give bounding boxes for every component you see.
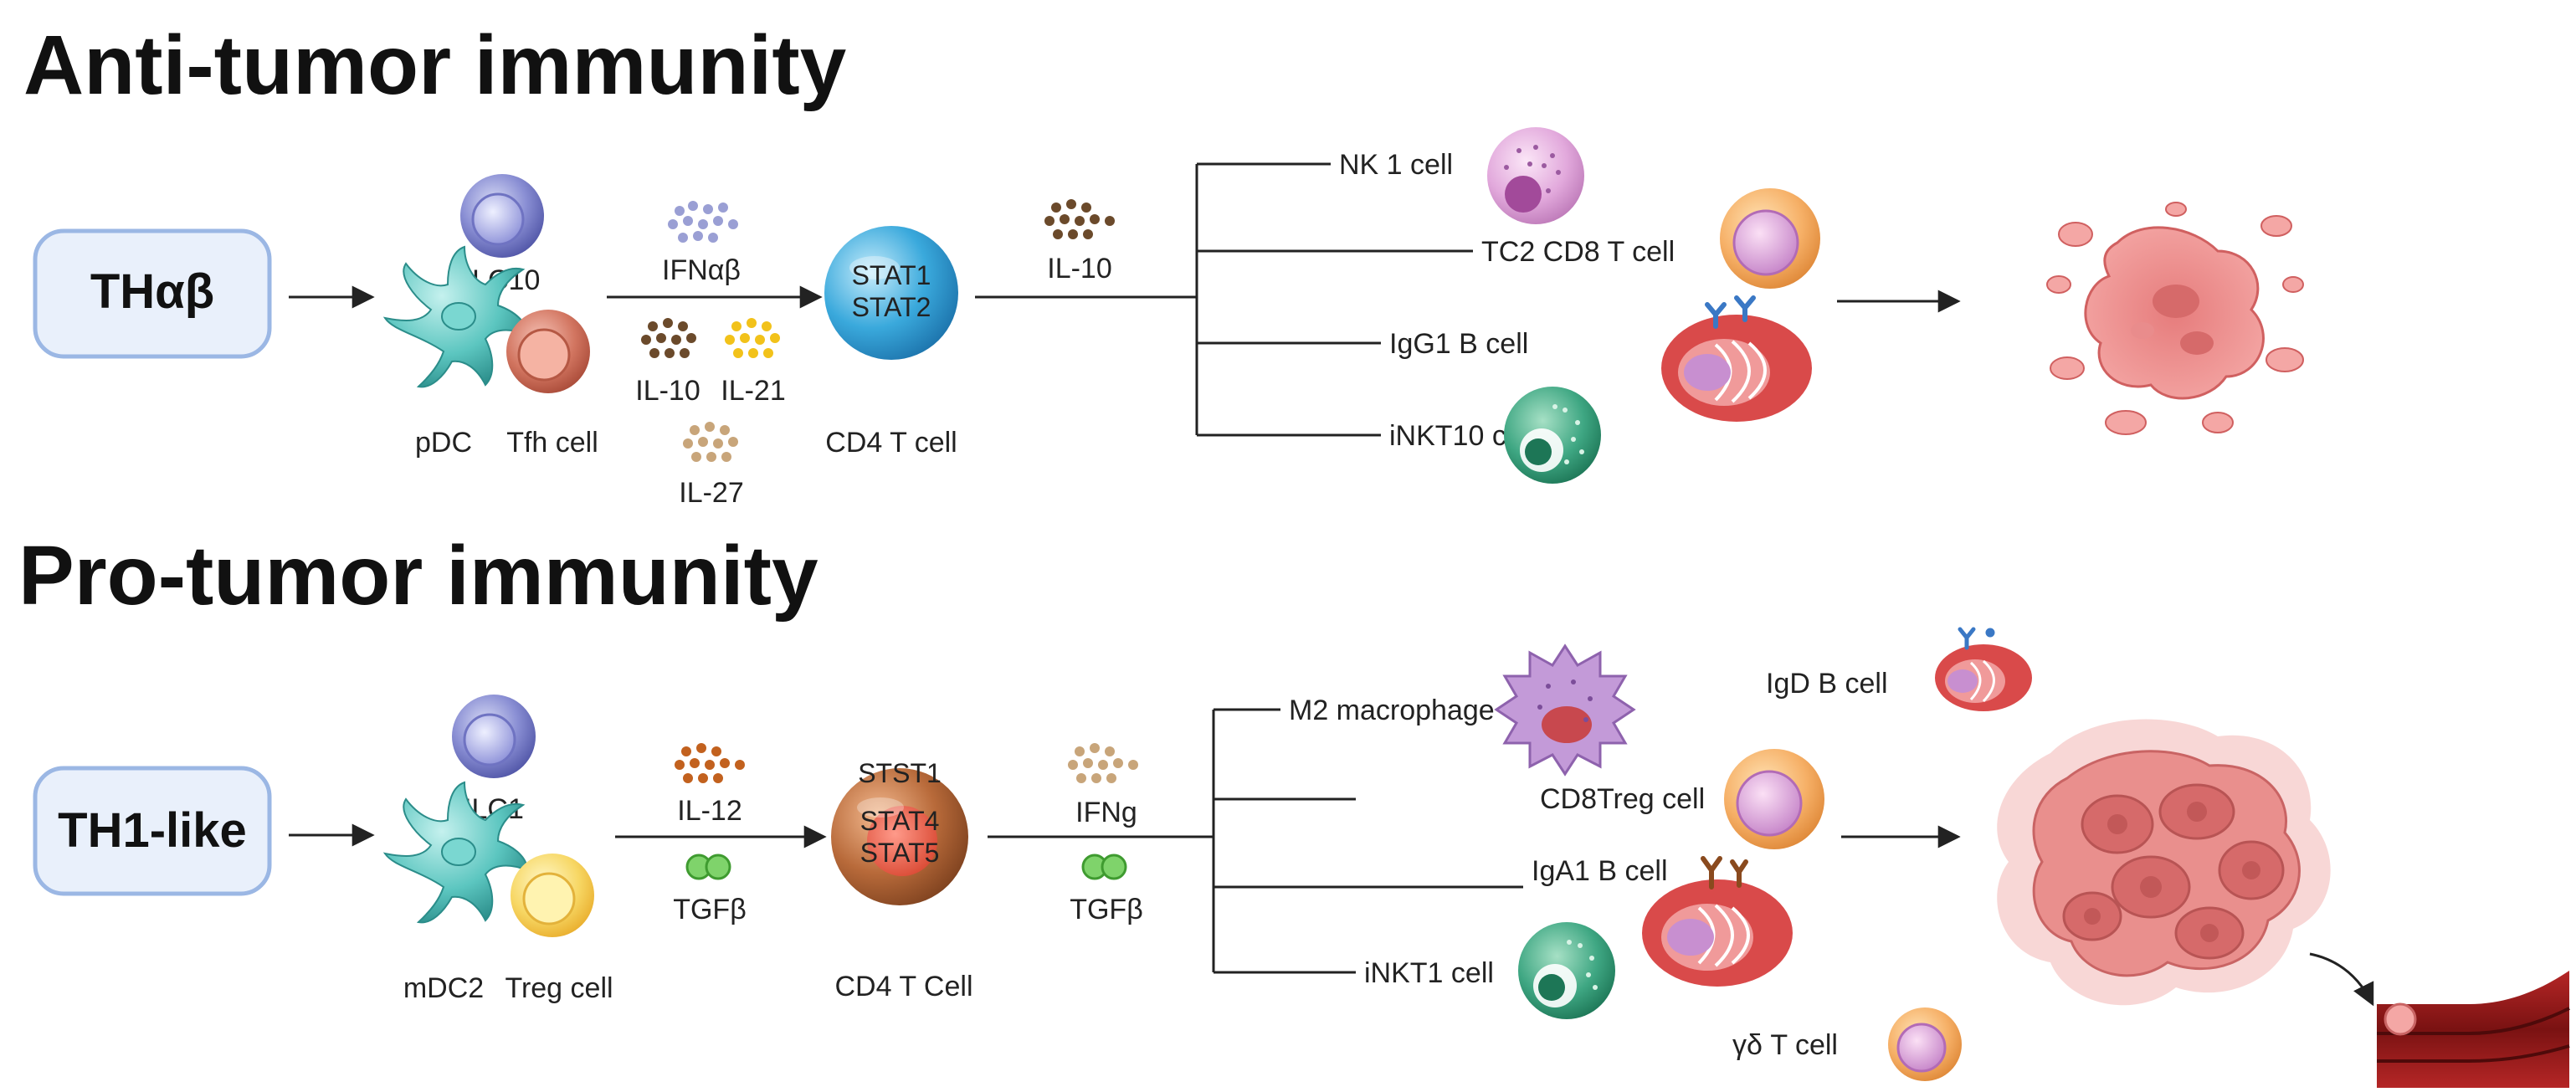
source-box-label: TH1-like	[58, 803, 247, 858]
effector-igg1-b: IgG1 B cell	[1389, 328, 1528, 360]
source-box-th-ab: THαβ	[33, 228, 272, 359]
il27-dots-icon	[683, 422, 738, 462]
source-box-label: THαβ	[90, 264, 214, 319]
tc2-cd8-cell-icon	[1720, 188, 1820, 289]
hub-label-cd4: CD4 T Cell	[834, 971, 972, 1002]
hub-output-tgfb: TGFβ	[1070, 894, 1143, 925]
cytokine-il12: IL-12	[677, 795, 742, 827]
extra-cell-gd-t: γδ T cell	[1732, 1029, 1838, 1061]
il10-output-dots-icon	[1044, 199, 1115, 239]
il21-dots-icon	[725, 318, 780, 358]
hub-marker-stat4: STAT4	[860, 806, 940, 836]
effector-iga1-b: IgA1 B cell	[1532, 855, 1668, 887]
hub-output-ifng: IFNg	[1075, 797, 1137, 828]
cd4-t-cell-hub-icon	[831, 768, 968, 905]
cell-label-pdc: pDC	[415, 427, 472, 459]
cell-label-mdc2: mDC2	[403, 972, 484, 1004]
blood-vessel-icon	[2377, 971, 2570, 1088]
cell-label-tfh: Tfh cell	[506, 427, 598, 459]
heading-anti-tumor: Anti-tumor immunity	[23, 18, 847, 112]
hub-marker-stat5: STAT5	[860, 838, 940, 868]
il12-dots-icon	[675, 743, 745, 783]
mdc2-cell-icon	[382, 781, 529, 924]
source-box-th1-like: TH1-like	[33, 766, 272, 896]
tgfb-output-icon	[1081, 854, 1127, 880]
hub-marker-stat1: STAT1	[852, 260, 931, 290]
igd-antibody-icon	[1958, 627, 1995, 650]
extra-cell-igd-b: IgD B cell	[1766, 668, 1888, 700]
inkt1-cell-icon	[1518, 922, 1615, 1019]
gd-t-cell-icon	[1888, 1007, 1962, 1081]
antibody-icon	[1705, 295, 1756, 329]
effector-m2-macrophage: M2 macrophage	[1289, 695, 1495, 726]
cytokine-il10: IL-10	[635, 375, 700, 407]
inkt10-cell-icon	[1504, 387, 1601, 484]
hub-output-il10: IL-10	[1047, 253, 1112, 285]
il10-dots-icon	[641, 318, 696, 358]
effector-inkt1: iNKT1 cell	[1364, 957, 1494, 989]
cytokine-il21: IL-21	[721, 375, 786, 407]
nk1-cell-icon	[1487, 127, 1584, 224]
m2-macrophage-icon	[1494, 643, 1636, 777]
pdc-cell-icon	[382, 245, 529, 388]
heading-pro-tumor: Pro-tumor immunity	[18, 529, 818, 623]
cytokine-tgfb: TGFβ	[673, 894, 747, 925]
cd8treg-cell-icon	[1724, 749, 1824, 849]
iga-antibody-icon	[1701, 856, 1748, 889]
hub-label-cd4: CD4 T cell	[825, 427, 957, 459]
ilc10-cell-icon	[460, 174, 544, 258]
cell-label-treg: Treg cell	[505, 972, 613, 1004]
effector-cd8treg: CD8Treg cell	[1540, 783, 1705, 815]
hub-marker-stat2: STAT2	[852, 292, 931, 322]
effector-tc2-cd8: TC2 CD8 T cell	[1481, 236, 1675, 268]
treg-cell-icon	[511, 854, 594, 937]
tfh-cell-icon	[506, 310, 590, 393]
tgfb-icon	[685, 854, 731, 880]
branch-bracket	[1195, 162, 1473, 437]
fragmented-tumor-icon	[2046, 202, 2304, 435]
igd-b-cell-icon	[1935, 644, 2032, 711]
ifnab-dots-icon	[668, 201, 738, 243]
igg1-b-cell-icon	[1661, 315, 1812, 422]
branch-bracket	[1212, 708, 1523, 974]
iga1-b-cell-icon	[1642, 879, 1793, 987]
cd4-t-cell-hub-icon	[824, 226, 958, 360]
hub-marker-stst1: STST1	[858, 758, 942, 788]
ilc1-cell-icon	[452, 695, 536, 778]
cytokine-il27: IL-27	[679, 477, 744, 509]
effector-nk1: NK 1 cell	[1339, 149, 1453, 181]
metastasis-arrow	[2309, 952, 2374, 1007]
ifng-dots-icon	[1068, 743, 1138, 783]
cytokine-ifnab: IFNαβ	[662, 254, 741, 286]
tumor-mass-icon	[1997, 719, 2331, 1006]
